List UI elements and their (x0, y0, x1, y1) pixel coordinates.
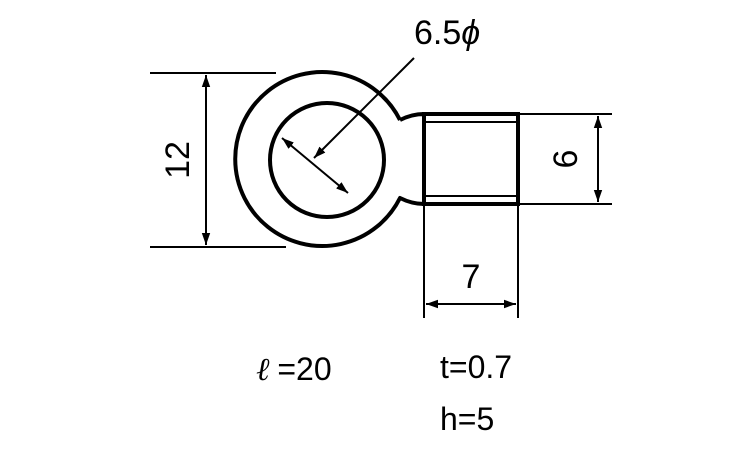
ring-outline (233, 70, 426, 248)
spec-height: h=5 (440, 401, 494, 437)
hole-circle (268, 101, 386, 219)
dimension-arrow-hole-diameter (281, 137, 349, 194)
dimension-label-ring-diameter: 12 (159, 141, 197, 179)
dimension-label-barrel-length: 7 (462, 258, 481, 296)
barrel-body (422, 112, 520, 206)
spec-thickness: t=0.7 (440, 349, 512, 385)
spec-length: ℓ=20 (256, 350, 332, 388)
dimension-label-hole-diameter: 6.5ϕ (414, 14, 480, 52)
dimension-label-barrel-height: 6 (547, 150, 585, 169)
